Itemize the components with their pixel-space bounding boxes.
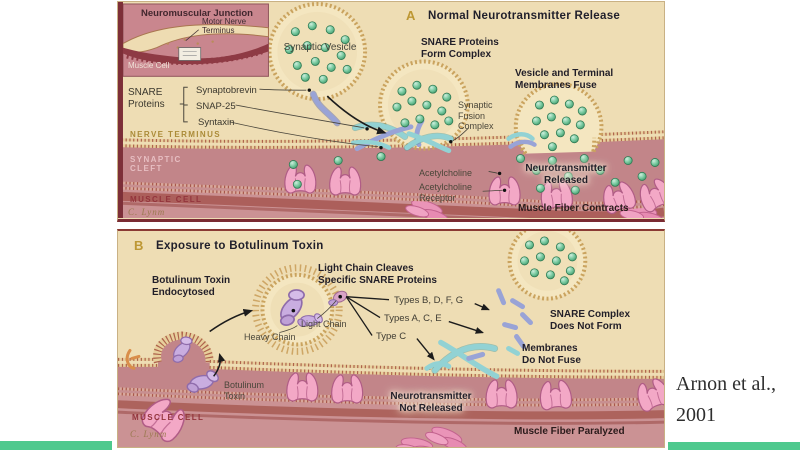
- muscle-cell-label-b: MUSCLE CELL: [132, 413, 205, 422]
- type-c-arrow: [416, 338, 435, 361]
- inset-motor-nerve-label: Motor Nerve Terminus: [202, 17, 247, 36]
- artist-signature-a: C. Lynm: [128, 207, 166, 217]
- synaptic-vesicle-label: Synaptic Vesicle: [283, 42, 357, 53]
- synaptic-fusion-complex-label: Synaptic Fusion Complex: [458, 100, 494, 132]
- accent-bar-left: [0, 441, 112, 450]
- types-bdfg-arrow: [474, 303, 490, 311]
- artist-signature-b: C. Lynm: [130, 429, 168, 439]
- muscle-fiber-band: [118, 191, 664, 218]
- panel-a-left-edge: [118, 2, 123, 218]
- panel-a-title: Normal Neurotransmitter Release: [428, 10, 621, 22]
- fused-vesicle-snare: [506, 132, 537, 149]
- light-chain-cleaves-label: Light Chain Cleaves Specific SNARE Prote…: [318, 263, 437, 286]
- membranes-not-fuse-label: Membranes Do Not Fuse: [522, 343, 581, 366]
- snare-complex-not-form-label: SNARE Complex Does Not Form: [550, 309, 631, 332]
- panel-b-letter: B: [134, 238, 144, 253]
- nerve-terminal-membrane: [118, 130, 664, 149]
- acetylcholine-receptor-label: Acetylcholine Receptor: [419, 182, 473, 203]
- panel-b-title: Exposure to Botulinum Toxin: [156, 240, 324, 252]
- cleaved-snare-x: [424, 339, 500, 380]
- synaptic-cleft-label: SYNAPTIC CLEFT: [130, 155, 182, 174]
- snare-bracket: [179, 86, 379, 148]
- docking-arrow: [326, 95, 387, 135]
- types-bdfg-label: Types B, D, F, G: [394, 295, 464, 306]
- neurotransmitter-not-released-label: Neurotransmitter Not Released: [390, 391, 472, 414]
- inset-muscle-cell-label: Muscle Cell: [128, 61, 170, 70]
- syntaxin-label: Syntaxin: [198, 117, 235, 128]
- panel-b-botulinum-toxin: B Exposure to Botulinum Toxin Botulinum …: [117, 229, 665, 448]
- panel-a-illustration: [118, 2, 664, 218]
- muscle-membrane-b: [118, 387, 664, 407]
- muscle-fiber-paralyzed-label: Muscle Fiber Paralyzed: [514, 426, 625, 437]
- neurotransmitter-released-label: Neurotransmitter Released: [525, 163, 607, 186]
- panel-b-illustration: [118, 231, 664, 447]
- membrane-protein-orange: [125, 348, 141, 370]
- synaptic-cleft-region-b: [118, 335, 664, 403]
- synaptobrevin-label: Synaptobrevin: [196, 85, 257, 96]
- cleaved-snare-fragments: [496, 288, 533, 356]
- muscle-fiber-contracts-label: Muscle Fiber Contracts: [518, 203, 629, 214]
- endocytosis-arrow-1: [213, 352, 226, 377]
- inset-title: Neuromuscular Junction: [141, 8, 253, 19]
- synaptobrevin-ribbon: [309, 90, 341, 127]
- panel-a-letter: A: [406, 8, 416, 23]
- undocked-vesicle: [507, 231, 588, 301]
- neuromuscular-junction-inset: [122, 3, 269, 77]
- muscle-fiber-band-b: [118, 400, 664, 420]
- botulinum-toxin-label: Botulinum Toxin: [224, 380, 265, 401]
- snare-form-complex-label: SNARE Proteins Form Complex: [421, 37, 499, 60]
- types-ace-label: Types A, C, E: [384, 313, 442, 324]
- heavy-chain-label: Heavy Chain: [244, 332, 296, 342]
- botulinum-endocytosed-label: Botulinum Toxin Endocytosed: [152, 275, 231, 298]
- cleavage-fan-lines: [345, 296, 390, 336]
- citation: Arnon et al., 2001: [676, 373, 776, 426]
- panel-a-normal-release: A Normal Neurotransmitter Release Neurom…: [117, 1, 665, 222]
- type-c-label: Type C: [376, 331, 407, 342]
- light-chain-label: Light Chain: [301, 319, 347, 329]
- muscle-cell-label-a: MUSCLE CELL: [130, 195, 203, 204]
- snap-25-label: SNAP-25: [196, 101, 236, 112]
- accent-bar-right: [668, 442, 800, 450]
- snare-proteins-label: SNARE Proteins: [128, 87, 165, 110]
- nerve-terminus-label: NERVE TERMINUS: [130, 130, 222, 139]
- vesicle-membranes-fuse-label: Vesicle and Terminal Membranes Fuse: [515, 68, 614, 91]
- endocytosed-vesicle: [252, 264, 348, 355]
- acetylcholine-label: Acetylcholine: [419, 168, 473, 178]
- types-ace-arrow: [448, 320, 484, 334]
- endocytosis-arrow-2: [209, 308, 254, 333]
